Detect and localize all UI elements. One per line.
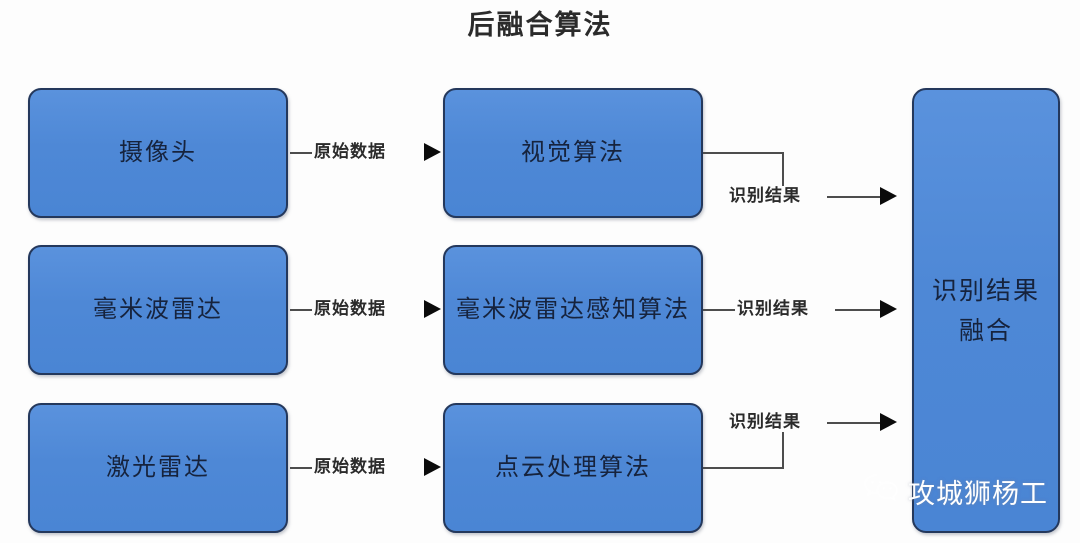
node-result-fusion[interactable]: 识别结果融合: [912, 88, 1060, 533]
node-mmwave-radar-label: 毫米波雷达: [93, 296, 223, 323]
wechat-icon: [862, 472, 902, 511]
edge-lidar-to-pointcloud-label: 原始数据: [312, 457, 388, 477]
edge-vision-to-fusion-line-h2: [827, 196, 887, 198]
edge-pointcloud-to-fusion-line-v: [782, 422, 784, 467]
edge-lidar-to-pointcloud-arrowhead: [424, 458, 441, 476]
edge-perception-to-fusion-line-h2: [835, 309, 887, 311]
node-mmwave-perception-algorithm[interactable]: 毫米波雷达感知算法: [443, 245, 703, 375]
node-mmwave-radar[interactable]: 毫米波雷达: [28, 245, 288, 375]
node-vision-algorithm-label: 视觉算法: [521, 139, 625, 166]
edge-mmwave-to-perception-arrowhead: [424, 300, 441, 318]
node-lidar-label: 激光雷达: [106, 454, 210, 481]
edge-mmwave-to-perception-line-a: [290, 309, 312, 311]
edge-vision-to-fusion-arrowhead: [880, 187, 897, 205]
node-lidar[interactable]: 激光雷达: [28, 403, 288, 533]
edge-perception-to-fusion-arrowhead: [880, 300, 897, 318]
page-title: 后融合算法: [467, 10, 613, 40]
edge-pointcloud-to-fusion-line-h2: [827, 422, 887, 424]
edge-vision-to-fusion-line-h1: [703, 152, 784, 154]
node-camera-label: 摄像头: [119, 139, 197, 166]
node-mmwave-perception-algorithm-label: 毫米波雷达感知算法: [456, 296, 690, 323]
edge-pointcloud-to-fusion-arrowhead: [880, 413, 897, 431]
node-vision-algorithm[interactable]: 视觉算法: [443, 88, 703, 218]
edge-pointcloud-to-fusion-line-h1: [703, 467, 784, 469]
edge-camera-to-vision-label: 原始数据: [312, 142, 388, 162]
edge-mmwave-to-perception-label: 原始数据: [312, 299, 388, 319]
edge-vision-to-fusion-label: 识别结果: [727, 186, 803, 206]
edge-vision-to-fusion-line-v: [782, 152, 784, 196]
edge-camera-to-vision-arrowhead: [424, 143, 441, 161]
edge-camera-to-vision-line-a: [290, 152, 312, 154]
node-point-cloud-algorithm-label: 点云处理算法: [495, 454, 651, 481]
node-camera[interactable]: 摄像头: [28, 88, 288, 218]
edge-perception-to-fusion-label: 识别结果: [735, 299, 811, 319]
edge-lidar-to-pointcloud-line-a: [290, 467, 312, 469]
node-point-cloud-algorithm[interactable]: 点云处理算法: [443, 403, 703, 533]
edge-perception-to-fusion-line-h1: [703, 309, 735, 311]
node-result-fusion-label: 识别结果融合: [931, 276, 1040, 345]
edge-pointcloud-to-fusion-label: 识别结果: [727, 412, 803, 432]
